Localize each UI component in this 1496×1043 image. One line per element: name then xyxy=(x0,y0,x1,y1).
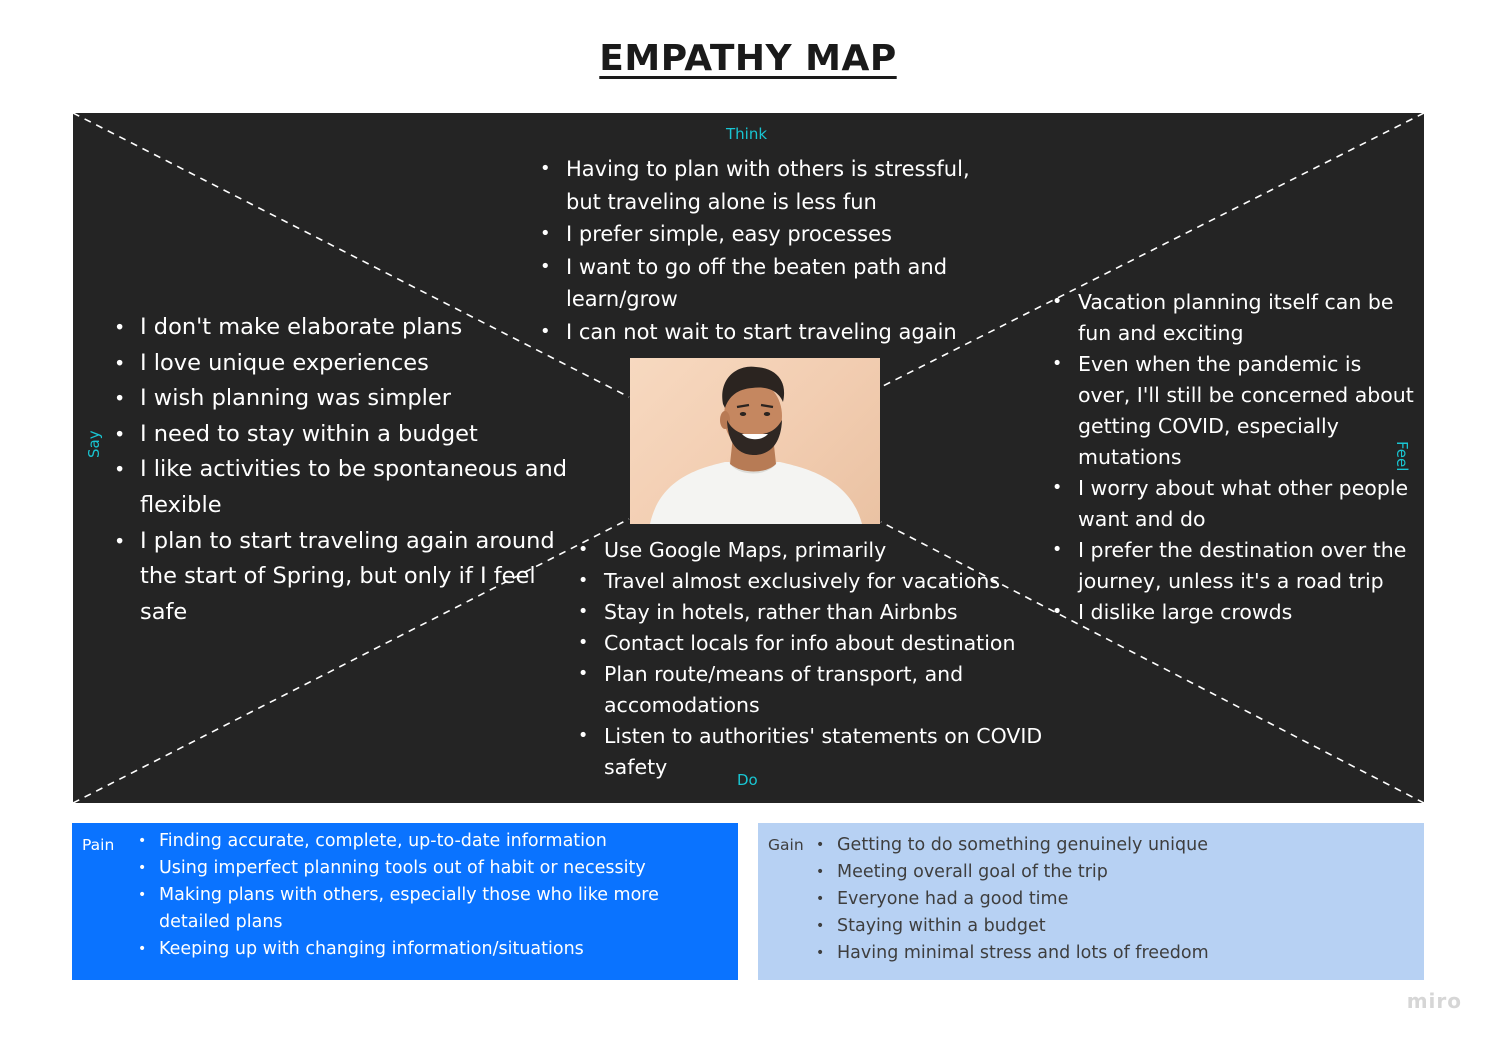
say-label: Say xyxy=(85,430,103,458)
list-item: I don't make elaborate plans xyxy=(114,310,574,346)
pain-panel: Pain Finding accurate, complete, up-to-d… xyxy=(72,823,738,980)
list-item: Making plans with others, especially tho… xyxy=(138,882,698,936)
list-item: I love unique experiences xyxy=(114,346,574,382)
list-item: Meeting overall goal of the trip xyxy=(816,859,1406,886)
list-item: Staying within a budget xyxy=(816,913,1406,940)
gain-list: Getting to do something genuinely unique… xyxy=(816,832,1406,967)
pain-list: Finding accurate, complete, up-to-date i… xyxy=(138,828,698,963)
pain-label: Pain xyxy=(82,836,115,854)
think-label: Think xyxy=(726,125,768,143)
list-item: Everyone had a good time xyxy=(816,886,1406,913)
list-item: Travel almost exclusively for vacations xyxy=(578,566,1048,597)
list-item: Stay in hotels, rather than Airbnbs xyxy=(578,597,1048,628)
list-item: I can not wait to start traveling again xyxy=(540,316,1010,349)
empathy-map-board: Think Do Say Feel Having to plan with ot… xyxy=(73,113,1424,803)
persona-illustration xyxy=(650,366,862,524)
list-item: Vacation planning itself can be fun and … xyxy=(1052,287,1417,349)
gain-label: Gain xyxy=(768,836,804,854)
list-item: Finding accurate, complete, up-to-date i… xyxy=(138,828,698,855)
list-item: I want to go off the beaten path and lea… xyxy=(540,251,1010,316)
list-item: Plan route/means of transport, and accom… xyxy=(578,659,1048,721)
list-item: Contact locals for info about destinatio… xyxy=(578,628,1048,659)
list-item: I need to stay within a budget xyxy=(114,417,574,453)
say-list: I don't make elaborate plans I love uniq… xyxy=(114,310,574,630)
list-item: Having minimal stress and lots of freedo… xyxy=(816,940,1406,967)
list-item: Even when the pandemic is over, I'll sti… xyxy=(1052,349,1417,473)
list-item: I plan to start traveling again around t… xyxy=(114,524,574,631)
list-item: Getting to do something genuinely unique xyxy=(816,832,1406,859)
list-item: I prefer the destination over the journe… xyxy=(1052,535,1417,597)
gain-panel: Gain Getting to do something genuinely u… xyxy=(758,823,1424,980)
list-item: I dislike large crowds xyxy=(1052,597,1417,628)
think-list: Having to plan with others is stressful,… xyxy=(540,153,1010,349)
list-item: Keeping up with changing information/sit… xyxy=(138,936,698,963)
list-item: I worry about what other people want and… xyxy=(1052,473,1417,535)
list-item: Listen to authorities' statements on COV… xyxy=(578,721,1048,783)
miro-logo: miro xyxy=(1406,989,1462,1013)
persona-photo xyxy=(630,358,880,524)
list-item: I wish planning was simpler xyxy=(114,381,574,417)
list-item: I like activities to be spontaneous and … xyxy=(114,452,574,523)
list-item: Using imperfect planning tools out of ha… xyxy=(138,855,698,882)
feel-list: Vacation planning itself can be fun and … xyxy=(1052,287,1417,628)
list-item: Having to plan with others is stressful,… xyxy=(540,153,1010,218)
do-list: Use Google Maps, primarily Travel almost… xyxy=(578,535,1048,783)
list-item: I prefer simple, easy processes xyxy=(540,218,1010,251)
page-title: EMPATHY MAP xyxy=(599,38,897,79)
list-item: Use Google Maps, primarily xyxy=(578,535,1048,566)
